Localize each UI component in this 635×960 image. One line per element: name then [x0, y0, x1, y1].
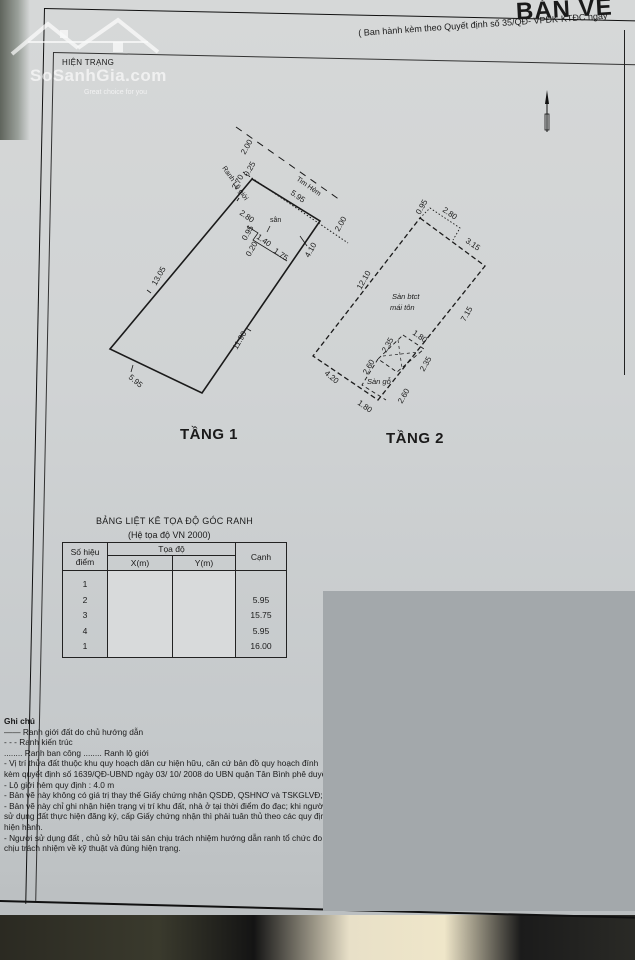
note-line: - Vị trí thửa đất thuộc khu quy hoạch dâ… — [4, 758, 334, 779]
table-row-point: 4 — [82, 625, 88, 636]
watermark-tagline: Great choice for you — [84, 89, 148, 96]
table-row-edge — [236, 577, 286, 593]
note-line: - Lộ giới hẻm quy định : 4.0 m — [4, 779, 115, 790]
y-column-redacted — [172, 570, 236, 658]
dim-5-95-bottom: 5.95 — [127, 373, 145, 390]
photo-edge-shadow — [0, 0, 30, 140]
coord-table-title: BẢNG LIỆT KÊ TỌA ĐỘ GÓC RANH — [96, 516, 254, 526]
x-column-redacted — [107, 570, 173, 658]
dim2-1-80-top: 1.80 — [411, 328, 429, 345]
coord-table: Số hiệu điểm Tọa độ Cạnh X(m) Y(m) 1 2 3… — [62, 541, 287, 658]
note-line: - Bản vẽ này không có giá trị thay thế G… — [4, 790, 323, 801]
dim-2-80: 2.80 — [238, 208, 256, 225]
floor-plans: Ranh Lộ giới Tim Hẻm sân 2.00 0.25 2.70 … — [108, 126, 486, 415]
table-row-point: 3 — [82, 610, 88, 620]
note-line: - - - Ranh kiến trúc — [4, 737, 73, 748]
header-y: Y(m) — [172, 555, 236, 571]
table-row-point: 1 — [82, 579, 88, 589]
table-row-edge: 15.75 — [250, 610, 272, 620]
dim2-1-80-bottom: 1.80 — [356, 398, 374, 415]
label-san-go: Sàn gỗ — [367, 377, 392, 386]
photo-background-bottom — [0, 915, 635, 960]
header-coords: Tọa độ — [107, 541, 236, 557]
dim2-2-60-left: 2.60 — [361, 358, 377, 376]
coord-table-subtitle: (Hệ tọa độ VN 2000) — [128, 530, 211, 540]
dim2-3-15: 3.15 — [464, 236, 482, 253]
dim-2-00-right: 2.00 — [333, 215, 349, 233]
header-point: Số hiệu điểm — [62, 542, 108, 571]
table-row-point: 2 — [82, 594, 88, 605]
dim2-2-80: 2.80 — [441, 205, 459, 222]
section-label: HIỆN TRẠNG — [62, 58, 115, 67]
dim-11-90: 11.90 — [231, 329, 249, 351]
dim2-2-35-left: 2.35 — [380, 336, 396, 354]
dim2-0-95: 0.95 — [414, 198, 430, 216]
notes-section: Ghi chú —— Ranh giới đất do chủ hướng dẫ… — [4, 716, 334, 854]
label-room-san: sân — [270, 217, 281, 224]
note-line: ........ Ranh ban công ........ Ranh lộ … — [4, 747, 149, 758]
table-row-edge: 16.00 — [250, 641, 272, 651]
floor1-plan — [108, 126, 349, 395]
dim2-2-60-bottom: 2.60 — [396, 387, 412, 405]
north-arrow-icon — [544, 90, 550, 132]
floor2-plan — [312, 207, 486, 401]
dim-0-25: 0.25 — [242, 160, 258, 178]
dim-2-00-top: 2.00 — [239, 138, 255, 156]
table-row-edge: 5.95 — [252, 594, 270, 605]
note-line: - Bản vẽ này chỉ ghi nhận hiện trạng vị … — [4, 800, 330, 832]
floor2-label: TẦNG 2 — [386, 430, 445, 447]
floor1-label: TẦNG 1 — [180, 426, 239, 443]
redaction-block — [323, 591, 635, 911]
point-column: 1 2 3 4 1 — [62, 570, 108, 658]
dim2-7-15: 7.15 — [459, 305, 475, 323]
table-row-edge: 5.95 — [252, 625, 270, 636]
edge-column: 5.95 15.75 5.95 16.00 — [235, 570, 287, 658]
house-logo-icon — [10, 17, 160, 56]
header-x: X(m) — [107, 555, 173, 571]
watermark-brand: SoSanhGia.com — [30, 66, 167, 85]
label-mai-ton: mái tôn — [390, 303, 415, 312]
dim2-12-10: 12.10 — [355, 269, 373, 291]
note-line: —— Ranh giới đất do chủ hướng dẫn — [4, 726, 144, 737]
note-line: - Người sử dụng đất , chủ sở hữu tài sản… — [4, 832, 334, 854]
dim-5-95-top: 5.95 — [289, 188, 307, 205]
label-san-btct: Sàn btct — [392, 292, 420, 301]
header-edge: Cạnh — [235, 542, 287, 571]
table-row-point: 1 — [82, 641, 88, 651]
dim-1-75: 1.75 — [272, 246, 290, 263]
dim2-4-20: 4.20 — [323, 369, 341, 386]
watermark-logo: SoSanhGia.com Great choice for you — [8, 14, 166, 96]
dim2-2-35-right: 2.35 — [418, 355, 434, 373]
notes-heading: Ghi chú — [4, 716, 35, 726]
drawing-frame-right — [624, 30, 625, 375]
